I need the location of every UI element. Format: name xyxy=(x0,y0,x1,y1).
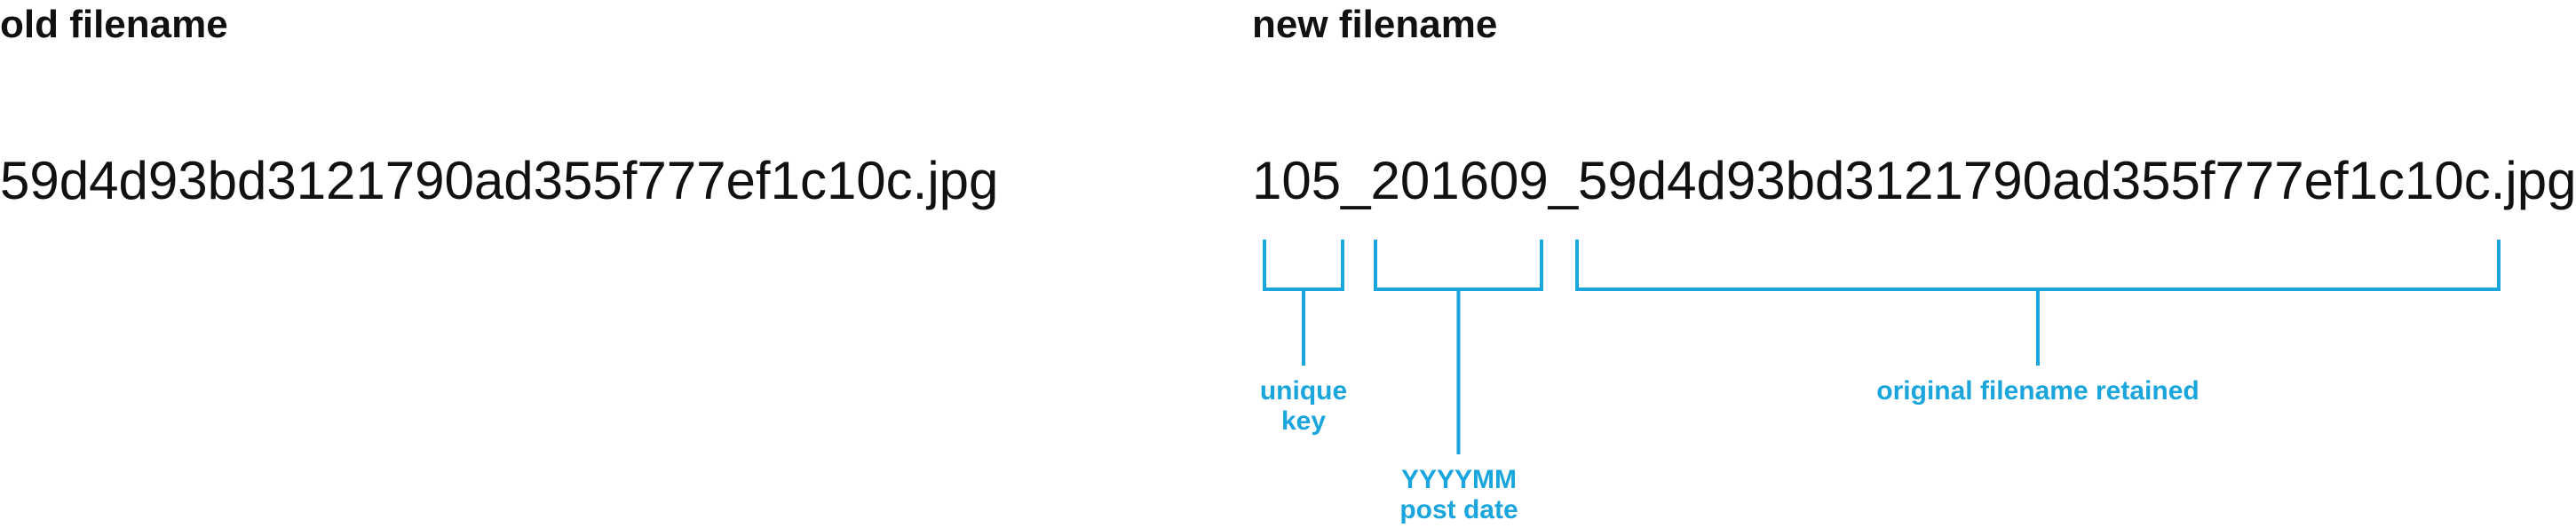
post-date-label: YYYYMM post date xyxy=(1375,465,1543,525)
post-date-label-line2: post date xyxy=(1399,495,1518,524)
post-date-label-line1: YYYYMM xyxy=(1400,465,1518,494)
unique-key-label-line2: key xyxy=(1280,406,1327,436)
original-filename-bracket xyxy=(1575,240,2501,366)
unique-key-label: unique key xyxy=(1224,376,1383,437)
original-filename-label-line1: original filename retained xyxy=(1876,376,2200,406)
original-filename-label: original filename retained xyxy=(1816,376,2260,406)
unique-key-label-line1: unique xyxy=(1259,376,1348,406)
old-filename-heading: old filename xyxy=(0,3,228,46)
new-filename-heading: new filename xyxy=(1252,3,1498,46)
unique-key-bracket xyxy=(1263,240,1344,366)
new-filename-text: 105_201609_59d4d93bd3121790ad355f777ef1c… xyxy=(1252,151,2576,210)
post-date-bracket xyxy=(1374,240,1543,454)
old-filename-text: 59d4d93bd3121790ad355f777ef1c10c.jpg xyxy=(0,151,999,210)
